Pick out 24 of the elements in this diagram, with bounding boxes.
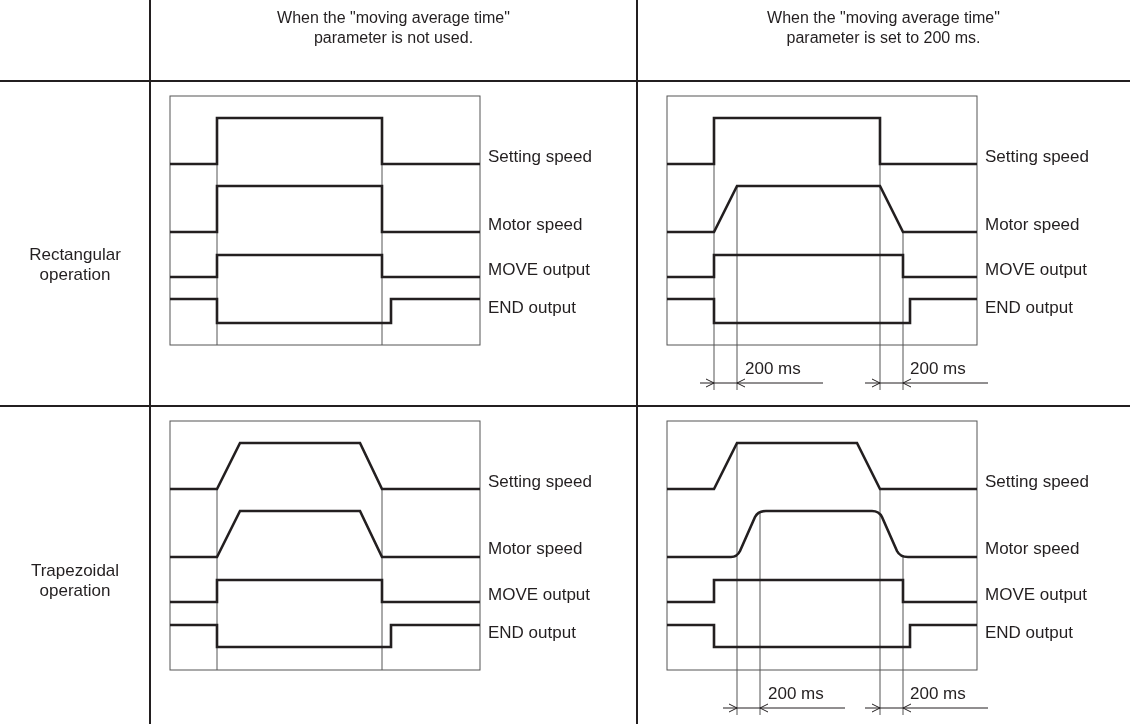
column-header: When the "moving average time" parameter is not used. [276, 8, 511, 48]
column-header: When the "moving average time" parameter is set to 200 ms. [766, 8, 1001, 48]
signal-name: Setting speed [488, 147, 592, 167]
dimension-text: 200 ms [910, 359, 966, 379]
dimension-text: 200 ms [745, 359, 801, 379]
signal-name: MOVE output [488, 585, 591, 605]
signal-name: Setting speed [488, 472, 592, 492]
signal-name: Motor speed [488, 539, 583, 559]
dimension-text: 200 ms [910, 684, 966, 704]
signal-name: MOVE output [488, 260, 591, 280]
signal-name: Motor speed [985, 215, 1080, 235]
signal-name: Setting speed [985, 472, 1089, 492]
signal-name: END output [985, 623, 1073, 643]
signal-name: END output [488, 298, 576, 318]
signal-name: Motor speed [488, 215, 583, 235]
signal-name: MOVE output [985, 585, 1088, 605]
signal-name: Motor speed [985, 539, 1080, 559]
signal-name: MOVE output [985, 260, 1088, 280]
dimension-text: 200 ms [768, 684, 824, 704]
row-header: Rectangular operation [28, 245, 122, 285]
signal-name: END output [985, 298, 1073, 318]
row-header: Trapezoidal operation [29, 561, 121, 601]
signal-name: END output [488, 623, 576, 643]
signal-name: Setting speed [985, 147, 1089, 167]
